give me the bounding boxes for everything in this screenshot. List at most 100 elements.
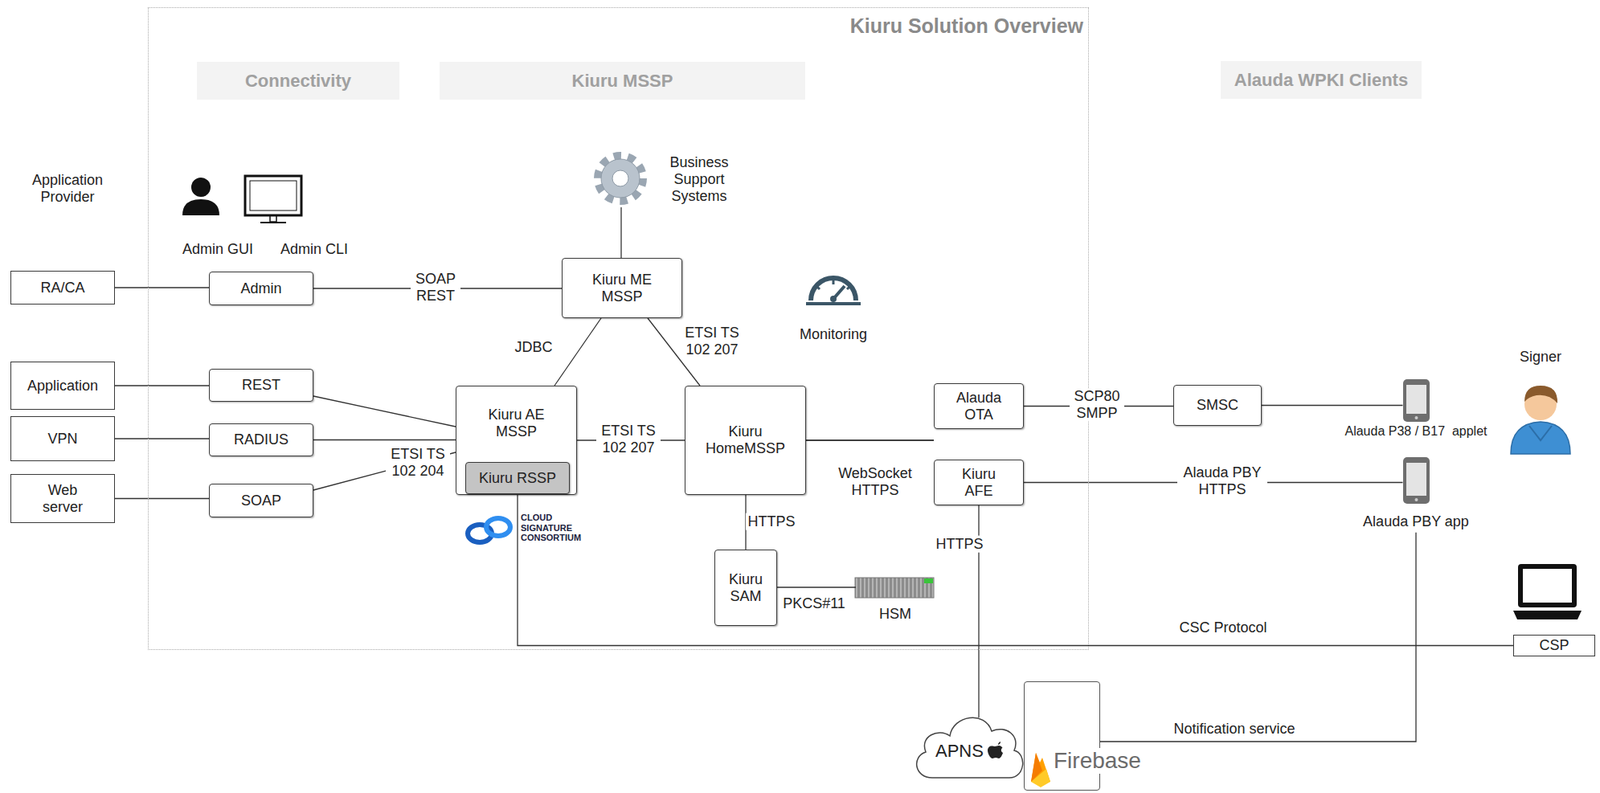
- connector-line: [114, 437, 209, 439]
- signer-person-icon: [1510, 385, 1571, 455]
- node-label: Kiuru AFE: [950, 466, 1007, 500]
- section-heading: Connectivity: [245, 70, 352, 91]
- solution-region: Kiuru Solution OverviewConnectivityKiuru…: [147, 7, 1089, 651]
- node-label: Admin: [240, 280, 282, 298]
- connector-box: REST: [208, 368, 314, 402]
- icon-caption: Admin CLI: [280, 241, 348, 258]
- connector-box: RADIUS: [208, 423, 314, 457]
- cloud-shape: APNS: [908, 703, 1029, 786]
- section-band: Alauda WPKI Clients: [1220, 61, 1422, 99]
- node-label: Kiuru AE MSSP: [472, 406, 561, 440]
- cloud-outline: [916, 717, 1024, 778]
- external-system-box: RA/CA: [10, 270, 115, 305]
- connector-box: SOAP: [208, 483, 314, 518]
- section-heading: Kiuru MSSP: [572, 70, 674, 91]
- edge-label: PKCS#11: [780, 595, 848, 613]
- node-label: Kiuru HomeMSSP: [701, 423, 790, 457]
- gateway-box: SMSC: [1173, 384, 1262, 426]
- icon-caption: Monitoring: [799, 326, 868, 344]
- section-heading: Alauda WPKI Clients: [1234, 69, 1408, 91]
- client-box: CSP: [1513, 634, 1596, 657]
- icon-caption: Admin GUI: [182, 241, 254, 258]
- connector-line: [114, 498, 209, 500]
- connector-line: [777, 586, 856, 588]
- connector-line: [1261, 405, 1404, 406]
- connector-line: [517, 494, 1514, 647]
- phone-device: Alauda PBY app: [1362, 457, 1470, 531]
- icon-slot: [1403, 379, 1430, 422]
- icon-caption: Signer: [1519, 348, 1562, 366]
- phone-icon: [1403, 379, 1430, 422]
- node-label: CSP: [1538, 637, 1569, 655]
- node-label: SMSC: [1196, 396, 1239, 414]
- provider-label: Application Provider: [23, 171, 112, 205]
- edge-label: SCP80 SMPP: [1069, 388, 1125, 422]
- section-band: Connectivity: [196, 61, 400, 100]
- logo-text: CLOUD SIGNATURE CONSORTIUM: [520, 512, 590, 544]
- business-systems: Business Support Systems: [593, 151, 733, 208]
- gear-icon: [598, 156, 643, 201]
- phone-icon: [1403, 457, 1430, 504]
- firebase-flame: [1031, 769, 1051, 788]
- apple-logo: [987, 741, 1003, 759]
- external-system-box: Application: [10, 361, 115, 410]
- edge-label: ETSI TS 102 207: [596, 422, 661, 456]
- external-system-box: VPN: [10, 416, 115, 462]
- node-label: HSM: [879, 605, 912, 623]
- node-label: Web server: [34, 482, 91, 516]
- node-label: Alauda OTA: [946, 389, 1011, 423]
- node-label: Firebase: [1051, 748, 1143, 774]
- connector-line: [806, 439, 934, 441]
- monitoring-gauge-icon: [806, 278, 861, 304]
- edge-label: SOAP REST: [410, 270, 461, 304]
- icon-slot: [1403, 457, 1430, 504]
- connector-line: [313, 439, 456, 441]
- phone-device: Alauda P38 / B17 applet: [1344, 379, 1487, 439]
- server-box: Kiuru HomeMSSP: [684, 385, 807, 496]
- node-label: Kiuru RSSP: [478, 470, 557, 487]
- hsm-icon: [855, 577, 934, 598]
- edge-label: ETSI TS 102 207: [679, 324, 745, 358]
- edge-label: Alauda PBY HTTPS: [1177, 464, 1268, 498]
- connector-line: [313, 396, 456, 427]
- csc-logo: [467, 518, 511, 543]
- node-label: RADIUS: [233, 431, 289, 449]
- node-label: Application: [27, 377, 99, 395]
- laptop-icon: [1513, 564, 1582, 620]
- icon-slot: [855, 578, 935, 599]
- icon-slot: [593, 151, 650, 208]
- admin-gui-icon: [182, 177, 220, 216]
- gateway-box: Alauda OTA: [933, 383, 1024, 430]
- edge-label: JDBC: [507, 339, 560, 357]
- firebase-logo: [1024, 682, 1057, 792]
- node-label: REST: [241, 376, 281, 394]
- edge-label: HTTPS: [933, 536, 986, 553]
- node-label: Business Support Systems: [665, 154, 733, 205]
- edge-label: ETSI TS 102 204: [385, 446, 451, 479]
- node-label: Alauda P38 / B17 applet: [1344, 424, 1487, 439]
- node-label: RA/CA: [40, 279, 85, 297]
- server-box: Kiuru SAM: [714, 549, 778, 627]
- node-label: Kiuru SAM: [721, 571, 770, 605]
- admin-cli-icon: [245, 175, 302, 223]
- edge-label: WebSocket HTTPS: [831, 465, 919, 499]
- connector-line: [1100, 532, 1416, 742]
- connector-box: Admin: [208, 271, 314, 306]
- connector-line: [806, 439, 934, 441]
- connector-line: [114, 384, 209, 386]
- server-box: Kiuru ME MSSP: [561, 257, 683, 319]
- server-box: Kiuru AE MSSP Kiuru RSSP: [455, 385, 577, 496]
- connector-line: [554, 318, 602, 386]
- node-label: Kiuru ME MSSP: [581, 271, 663, 305]
- hsm-device: HSM: [855, 578, 935, 623]
- node-label: VPN: [47, 430, 78, 448]
- edge-label: HTTPS: [745, 513, 798, 531]
- external-system-box: Web server: [10, 474, 115, 524]
- connector-line: [114, 286, 209, 288]
- node-label: SOAP: [241, 492, 282, 510]
- edge-label: Notification service: [1160, 720, 1309, 738]
- service-box: Kiuru RSSP: [465, 462, 570, 495]
- service-box: Firebase: [1023, 681, 1101, 791]
- gateway-box: Kiuru AFE: [933, 459, 1024, 506]
